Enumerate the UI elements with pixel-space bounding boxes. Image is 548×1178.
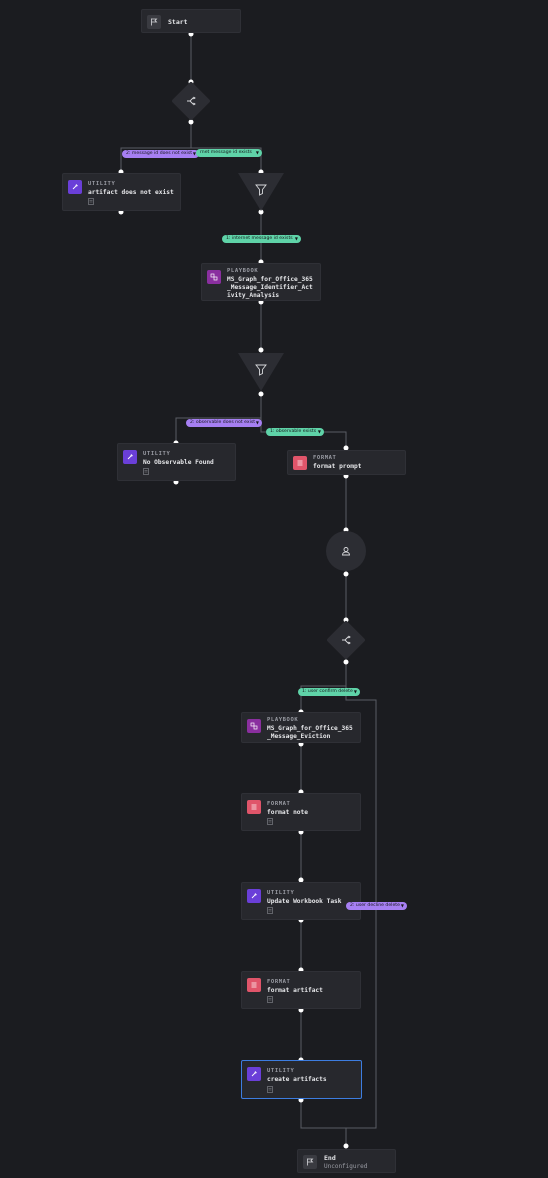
node-title: Update Workbook Task	[267, 898, 342, 905]
note-icon	[267, 907, 273, 914]
note-icon	[267, 818, 273, 825]
node-ms-graph-eviction[interactable]: PLAYBOOK MS_Graph_for_Office_365 _Messag…	[241, 712, 361, 743]
node-type: FORMAT	[267, 979, 291, 985]
flag-icon	[147, 15, 161, 29]
end-sub: Unconfigured	[324, 1163, 368, 1170]
tag-label: 1: observable exists	[270, 429, 317, 434]
caret-down-icon: ▼	[353, 689, 357, 694]
tag-observable-exists[interactable]: 1: observable exists▼	[266, 428, 324, 436]
tag-label: 1: internet message id exists	[226, 236, 293, 241]
utility-icon	[68, 180, 82, 194]
tag-label: 2: message id does not exist	[126, 151, 193, 156]
prompt-node[interactable]	[326, 531, 366, 571]
filter-node-2[interactable]	[237, 352, 285, 392]
utility-icon	[123, 450, 137, 464]
note-icon	[267, 1086, 273, 1093]
node-type: FORMAT	[267, 801, 291, 807]
node-title: No Observable Found	[143, 459, 214, 466]
caret-down-icon: ▼	[400, 903, 404, 908]
filter-node-1[interactable]	[237, 172, 285, 212]
node-type: PLAYBOOK	[227, 268, 259, 274]
start-label: Start	[168, 18, 188, 26]
note-icon	[143, 468, 149, 475]
tag-msg-id-not-exist[interactable]: 2: message id does not exist▼	[122, 150, 199, 158]
node-title: format note	[267, 809, 308, 816]
node-type: UTILITY	[88, 181, 116, 187]
user-icon	[342, 547, 350, 556]
format-icon	[247, 800, 261, 814]
tag-label: 1: user confirm delete	[302, 689, 353, 694]
tag-label: rnet message id exists	[200, 150, 252, 155]
tag-observable-not-exist[interactable]: 2: observable does not exist▼	[186, 419, 262, 427]
tag-user-confirm[interactable]: 1: user confirm delete▼	[298, 688, 360, 696]
node-ms-graph-analysis[interactable]: PLAYBOOK MS_Graph_for_Office_365 _Messag…	[201, 263, 321, 301]
node-title: MS_Graph_for_Office_365 _Message_Identif…	[227, 276, 313, 299]
start-node[interactable]: Start	[141, 9, 241, 33]
node-type: UTILITY	[267, 890, 295, 896]
node-title: MS_Graph_for_Office_365 _Message_Evictio…	[267, 725, 353, 740]
node-title: format artifact	[267, 987, 323, 994]
node-title: artifact does not exist	[88, 189, 174, 196]
node-title: create artifacts	[267, 1076, 327, 1083]
node-update-workbook-task[interactable]: UTILITY Update Workbook Task	[241, 882, 361, 920]
end-label: End	[324, 1154, 336, 1162]
caret-down-icon: ▼	[294, 236, 298, 241]
note-icon	[267, 996, 273, 1003]
node-title: format prompt	[313, 463, 362, 470]
filter-icon	[255, 184, 267, 196]
caret-down-icon: ▼	[317, 429, 321, 434]
node-type: FORMAT	[313, 455, 337, 461]
caret-down-icon: ▼	[192, 151, 196, 156]
flag-icon	[303, 1155, 317, 1169]
format-icon	[293, 456, 307, 470]
node-type: UTILITY	[143, 451, 171, 457]
utility-icon	[247, 889, 261, 903]
utility-icon	[247, 1067, 261, 1081]
node-type: UTILITY	[267, 1068, 295, 1074]
node-create-artifacts[interactable]: UTILITY create artifacts	[241, 1060, 362, 1099]
decision-icon	[339, 633, 353, 647]
node-format-artifact[interactable]: FORMAT format artifact	[241, 971, 361, 1009]
tag-internet-msg-exists[interactable]: rnet message id exists▼	[196, 149, 262, 157]
tag-internet-msg-exists-2[interactable]: 1: internet message id exists▼	[222, 235, 301, 243]
format-icon	[247, 978, 261, 992]
tag-label: 2: user decline delete	[350, 903, 400, 908]
playbook-icon	[247, 719, 261, 733]
caret-down-icon: ▼	[255, 420, 259, 425]
note-icon	[88, 198, 94, 205]
tag-label: 2: observable does not exist	[190, 420, 256, 425]
node-type: PLAYBOOK	[267, 717, 299, 723]
caret-down-icon: ▼	[255, 150, 259, 155]
tag-user-decline[interactable]: 2: user decline delete▼	[346, 902, 407, 910]
node-format-prompt[interactable]: FORMAT format prompt	[287, 450, 406, 475]
node-no-observable-found[interactable]: UTILITY No Observable Found	[117, 443, 236, 481]
filter-icon	[255, 364, 267, 376]
end-node[interactable]: End Unconfigured	[297, 1149, 396, 1173]
node-format-note[interactable]: FORMAT format note	[241, 793, 361, 831]
node-artifact-does-not-exist[interactable]: UTILITY artifact does not exist	[62, 173, 181, 211]
decision-icon	[184, 94, 198, 108]
playbook-icon	[207, 270, 221, 284]
